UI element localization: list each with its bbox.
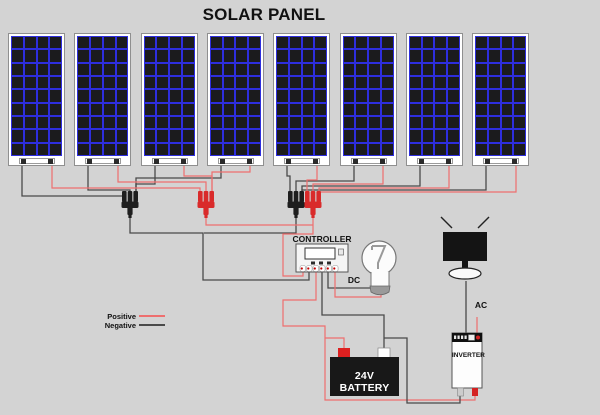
- solar-panel: [405, 33, 463, 166]
- branch-connector-positive-icon: [197, 191, 215, 218]
- solar-panel: [339, 33, 397, 166]
- battery-load-wires: [282, 272, 478, 404]
- tv-monitor: [440, 216, 490, 280]
- legend-positive: Positive: [80, 311, 170, 321]
- branch-connector-positive-icon: [304, 191, 322, 218]
- solar-panel: [140, 33, 198, 166]
- solar-panel: [273, 33, 331, 166]
- controller-label: CONTROLLER: [292, 234, 352, 244]
- branch-connector-negative-icon: [121, 191, 139, 218]
- junction-box: [350, 158, 387, 164]
- battery-label: 24V BATTERY: [339, 370, 390, 394]
- junction-box: [19, 158, 55, 164]
- controller-terminals: [299, 265, 339, 272]
- junction-box: [151, 158, 188, 164]
- battery: [330, 347, 399, 396]
- solar-panel: [472, 33, 530, 166]
- legend-negative: Negative: [80, 320, 170, 330]
- diagram-title: SOLAR PANEL: [202, 5, 326, 24]
- junction-box: [85, 158, 122, 164]
- inverter-label: INVERTER: [452, 352, 485, 359]
- legend: Positive Negative: [80, 312, 170, 330]
- junction-box: [284, 158, 321, 164]
- ac-label: AC: [474, 300, 488, 310]
- charge-controller: [295, 243, 349, 273]
- junction-box: [483, 158, 520, 164]
- solar-panel: [8, 33, 65, 166]
- solar-panel: [206, 33, 264, 166]
- junction-box: [416, 158, 453, 164]
- solar-panel: [74, 33, 132, 166]
- legend-negative-label: Negative: [104, 320, 136, 330]
- inverter: [451, 332, 483, 397]
- positive-wire-swatch: [139, 315, 165, 317]
- junction-box: [217, 158, 254, 164]
- legend-positive-label: Positive: [107, 311, 136, 321]
- branch-connector-negative-icon: [287, 191, 305, 218]
- negative-wire-swatch: [139, 324, 165, 326]
- dc-label: DC: [347, 275, 361, 285]
- bus-wires: [129, 216, 314, 281]
- light-bulb: [361, 240, 397, 296]
